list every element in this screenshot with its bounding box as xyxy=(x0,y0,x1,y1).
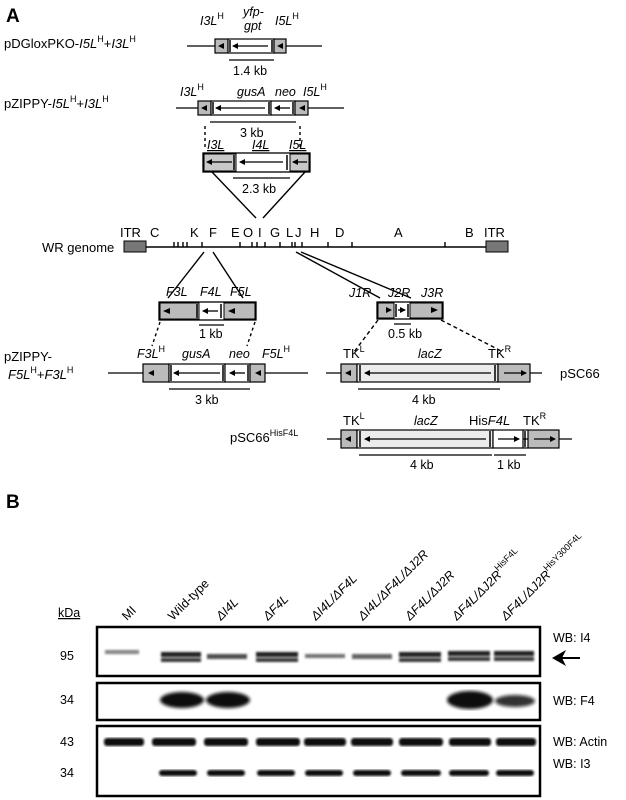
pzippy-f-gus-label: gusA xyxy=(182,347,211,361)
wr-genome: WR genome ITR ITR C K F E xyxy=(42,225,509,255)
pzippy-f-left-label: F3LH xyxy=(137,344,165,361)
panel-b-letter: B xyxy=(6,492,20,513)
pzippy-i-construct: pZIPPY-I5LH+I3LH I3LH gusA neo I5LH 3 kb xyxy=(4,82,344,140)
pdglox-mid-top-label: yfp- xyxy=(242,5,264,19)
fragment-d: D xyxy=(335,225,344,240)
pzippy-i-neo-label: neo xyxy=(275,85,296,99)
genome-name: WR genome xyxy=(42,240,114,255)
j-locus-gene-3: J3R xyxy=(420,286,443,300)
pzippy-i-right-label: I5LH xyxy=(303,82,327,99)
pdglox-right-label: I5LH xyxy=(275,11,299,28)
genome-itr-left: ITR xyxy=(120,225,141,240)
itr-left-box xyxy=(123,240,147,253)
lane-label-2: Wild-type xyxy=(165,576,212,623)
lane-labels: MI Wild-type ΔI4L ΔF4L ΔI4L/ΔF4L ΔI4L/ΔF… xyxy=(119,531,588,624)
blot-i4: 95 WB: I4 xyxy=(60,625,591,678)
blot-actin-i3: 43 WB: Actin 34 WB: I3 xyxy=(60,724,607,798)
f-locus-gene-2: F4L xyxy=(200,285,222,299)
blot-f4: 34 WB: F4 xyxy=(60,681,595,722)
i-locus: I3L I4L I5L 2.3 kb xyxy=(202,138,311,196)
genome-itr-right: ITR xyxy=(484,225,505,240)
pdglox-name: pDGloxPKO-I5LH+I3LH xyxy=(4,34,136,51)
j-locus-scale: 0.5 kb xyxy=(388,327,422,341)
pzippy-f-construct: pZIPPY- F5LH+F3LH F3LH gusA neo F5LH 3 k… xyxy=(4,344,308,407)
j-locus: J1R J2R J3R 0.5 kb xyxy=(348,286,444,341)
psc66-his-his: HisF4L xyxy=(469,413,510,428)
pzippy-f-name-2: F5LH+F3LH xyxy=(8,365,73,382)
psc66-tk-left: TKL xyxy=(343,344,365,361)
pzippy-f-name-1: pZIPPY- xyxy=(4,349,52,364)
j-locus-gene-1: J1R xyxy=(348,286,371,300)
pzippy-i-left-label: I3LH xyxy=(180,82,204,99)
blot-f4-marker: 34 xyxy=(60,693,74,707)
fragment-e: E xyxy=(231,225,240,240)
pdglox-mid-bot-label: gpt xyxy=(244,19,262,33)
fragment-g: G xyxy=(270,225,280,240)
blot-i3-wb: WB: I3 xyxy=(553,757,591,771)
fragment-b: B xyxy=(465,225,474,240)
pzippy-f-scale: 3 kb xyxy=(195,393,219,407)
f-locus-gene-1: F3L xyxy=(166,285,188,299)
fragment-i: I xyxy=(258,225,262,240)
psc66-tk-right: TKR xyxy=(488,344,512,361)
blot-i4-marker: 95 xyxy=(60,649,74,663)
pzippy-i-gus-label: gusA xyxy=(237,85,266,99)
pzippy-f-neo-label: neo xyxy=(229,347,250,361)
i-locus-gene-3: I5L xyxy=(289,138,306,152)
pzippy-f-right-label: F5LH xyxy=(262,344,290,361)
fragment-c: C xyxy=(150,225,159,240)
blot-i4-wb: WB: I4 xyxy=(553,631,591,645)
blot-actin-wb: WB: Actin xyxy=(553,735,607,749)
fragment-o: O xyxy=(243,225,253,240)
fragment-j: J xyxy=(295,225,302,240)
psc66-his-name: pSC66HisF4L xyxy=(230,428,298,445)
pdglox-left-label: I3LH xyxy=(200,11,224,28)
pdglox-construct: pDGloxPKO-I5LH+I3LH I3LH yfp- gpt I5LH 1… xyxy=(4,5,322,78)
lane-label-9: ΔF4L/ΔJ2RHisY300F4L xyxy=(495,531,588,624)
lane-label-1: MI xyxy=(119,603,139,623)
f-locus: F3L F4L F5L 1 kb xyxy=(158,285,257,341)
psc66-his-lacz: lacZ xyxy=(414,414,438,428)
psc66-his-scale-2: 1 kb xyxy=(497,458,521,472)
psc66-construct: TKL lacZ TKR pSC66 4 kb xyxy=(326,344,600,407)
fragment-f: F xyxy=(209,225,217,240)
psc66-his-tk-left: TKL xyxy=(343,411,365,428)
itr-right-box xyxy=(485,240,509,253)
panel-a-letter: A xyxy=(6,6,20,27)
f-locus-scale: 1 kb xyxy=(199,327,223,341)
pdglox-scale: 1.4 kb xyxy=(233,64,267,78)
psc66-scale: 4 kb xyxy=(412,393,436,407)
lane-label-5: ΔI4L/ΔF4L xyxy=(308,571,360,623)
i-locus-gene-2: I4L xyxy=(252,138,269,152)
fragment-k: K xyxy=(190,225,199,240)
psc66-his-construct: pSC66HisF4L TKL lacZ HisF4L TKR 4 kb 1 k… xyxy=(230,411,572,472)
psc66-his-tk-right: TKR xyxy=(523,411,547,428)
fragment-a: A xyxy=(394,225,403,240)
blot-actin-marker: 43 xyxy=(60,735,74,749)
lane-label-3: ΔI4L xyxy=(213,595,242,624)
psc66-his-scale-1: 4 kb xyxy=(410,458,434,472)
fragment-h: H xyxy=(310,225,319,240)
i-locus-scale: 2.3 kb xyxy=(242,182,276,196)
i-locus-gene-1: I3L xyxy=(207,138,224,152)
j-locus-gene-2: J2R xyxy=(387,286,410,300)
psc66-name: pSC66 xyxy=(560,366,600,381)
pzippy-i-scale: 3 kb xyxy=(240,126,264,140)
pzippy-i-name: pZIPPY-I5LH+I3LH xyxy=(4,94,109,111)
lane-label-4: ΔF4L xyxy=(260,592,292,624)
kda-label: kDa xyxy=(58,606,80,620)
blot-i3-marker: 34 xyxy=(60,766,74,780)
blot-f4-wb: WB: F4 xyxy=(553,694,595,708)
f-locus-gene-3: F5L xyxy=(230,285,252,299)
fragment-l: L xyxy=(286,225,293,240)
psc66-lacz: lacZ xyxy=(418,347,442,361)
